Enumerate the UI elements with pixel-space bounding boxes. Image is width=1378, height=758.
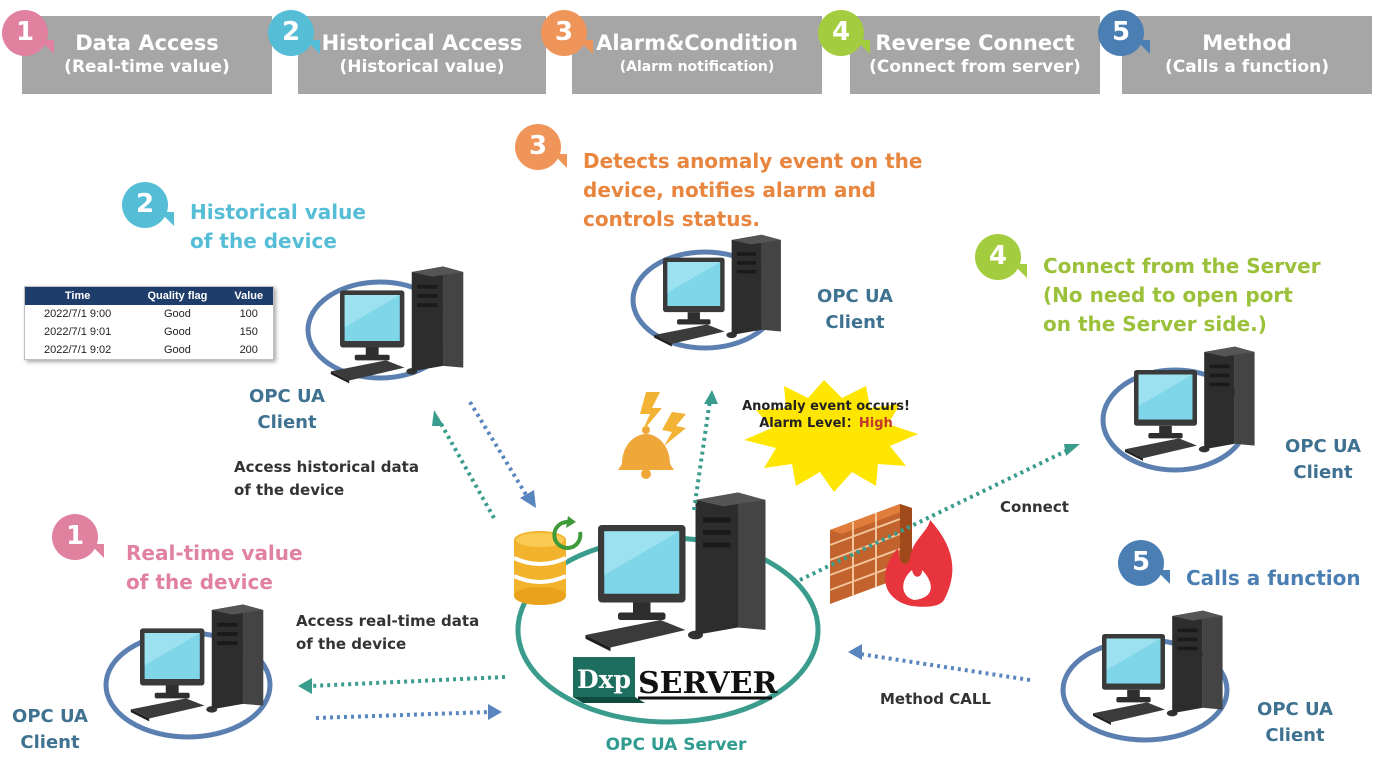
table-row: 2022/7/1 9:01 Good 150 <box>25 323 274 341</box>
tab-title: Data Access <box>75 31 219 55</box>
arrow-to-client-historical <box>438 421 496 519</box>
note-method-call: Method CALL <box>880 690 991 708</box>
callout-badge-1: 1 <box>52 514 104 560</box>
arrow-to-client-reverse <box>799 448 1069 582</box>
table-cell: Good <box>163 344 191 356</box>
svg-text:Dxp: Dxp <box>577 665 631 694</box>
column-header: Time <box>24 286 131 305</box>
tab-number-badge: 4 <box>818 10 870 56</box>
callout-badge-3: 3 <box>515 124 567 170</box>
tab-title: Historical Access <box>321 31 523 55</box>
anomaly-burst <box>744 380 918 492</box>
table-cell: 100 <box>239 308 258 320</box>
refresh-icon <box>552 516 583 550</box>
column-header: Value <box>224 286 274 305</box>
callout-method: Calls a function <box>1186 566 1361 590</box>
lightning-icon <box>640 392 686 446</box>
pc-tower-icon <box>1125 346 1255 461</box>
tab-subtitle: (Connect from server) <box>869 57 1081 77</box>
tab-data-access: Data Access (Real-time value) <box>22 16 272 94</box>
tab-number-badge: 2 <box>268 10 320 56</box>
table-cell: 2022/7/1 9:02 <box>44 344 112 356</box>
tab-title: Reverse Connect <box>875 31 1075 55</box>
table-cell: 2022/7/1 9:00 <box>44 308 112 320</box>
fire-icon <box>885 520 953 607</box>
tab-method: Method (Calls a function) <box>1122 16 1372 94</box>
tab-subtitle: (Historical value) <box>339 57 505 77</box>
arrowheads <box>298 390 1080 720</box>
table-row: 2022/7/1 9:02 Good 200 <box>25 341 274 360</box>
tab-subtitle: (Alarm notification) <box>619 59 775 75</box>
arrow-to-server-realtime <box>315 710 491 720</box>
arrow-to-client-alarm <box>692 399 712 511</box>
table-cell: Good <box>163 308 191 320</box>
tab-title: Alarm&Condition <box>596 31 798 55</box>
pc-tower-icon <box>130 604 264 722</box>
history-table: Time Quality flag Value 2022/7/1 9:00 Go… <box>24 286 274 360</box>
server-label: OPC UA Server <box>605 735 747 755</box>
table-row: 2022/7/1 9:00 Good 100 <box>25 305 274 323</box>
pc-tower-icon <box>1093 610 1223 725</box>
svg-text:SERVER: SERVER <box>638 666 779 701</box>
arrow-to-server-historical <box>468 400 530 500</box>
table-cell: 200 <box>239 344 258 356</box>
tab-number-badge: 1 <box>2 10 54 56</box>
tab-number-badge: 5 <box>1098 10 1150 56</box>
table-cell: 150 <box>239 326 258 338</box>
column-header: Quality flag <box>130 286 225 305</box>
tab-subtitle: (Calls a function) <box>1165 57 1329 77</box>
server-logo: Dxp SERVER <box>573 657 779 703</box>
note-connect: Connect <box>1000 498 1069 516</box>
tab-alarm-condition: Alarm&Condition (Alarm notification) <box>572 16 822 94</box>
arrow-to-client-realtime <box>309 675 506 688</box>
arrow-method-call <box>859 652 1031 682</box>
callout-badge-2: 2 <box>122 182 174 228</box>
callout-badge-4: 4 <box>975 234 1027 280</box>
tab-title: Method <box>1202 31 1292 55</box>
tab-number-badge: 3 <box>541 10 593 56</box>
table-cell: Good <box>163 326 191 338</box>
tab-reverse-connect: Reverse Connect (Connect from server) <box>850 16 1100 94</box>
callout-badge-5: 5 <box>1118 540 1170 586</box>
pc-tower-icon <box>585 492 766 652</box>
table-header-row: Time Quality flag Value <box>24 286 274 305</box>
bell-icon <box>618 426 674 479</box>
tab-historical-access: Historical Access (Historical value) <box>298 16 546 94</box>
callout-reverse-connect: Connect from the Server(No need to open … <box>1043 254 1321 336</box>
tab-subtitle: (Real-time value) <box>64 57 230 77</box>
table-cell: 2022/7/1 9:01 <box>44 326 112 338</box>
anomaly-text: Anomaly event occurs! Alarm Level：High <box>742 399 910 431</box>
